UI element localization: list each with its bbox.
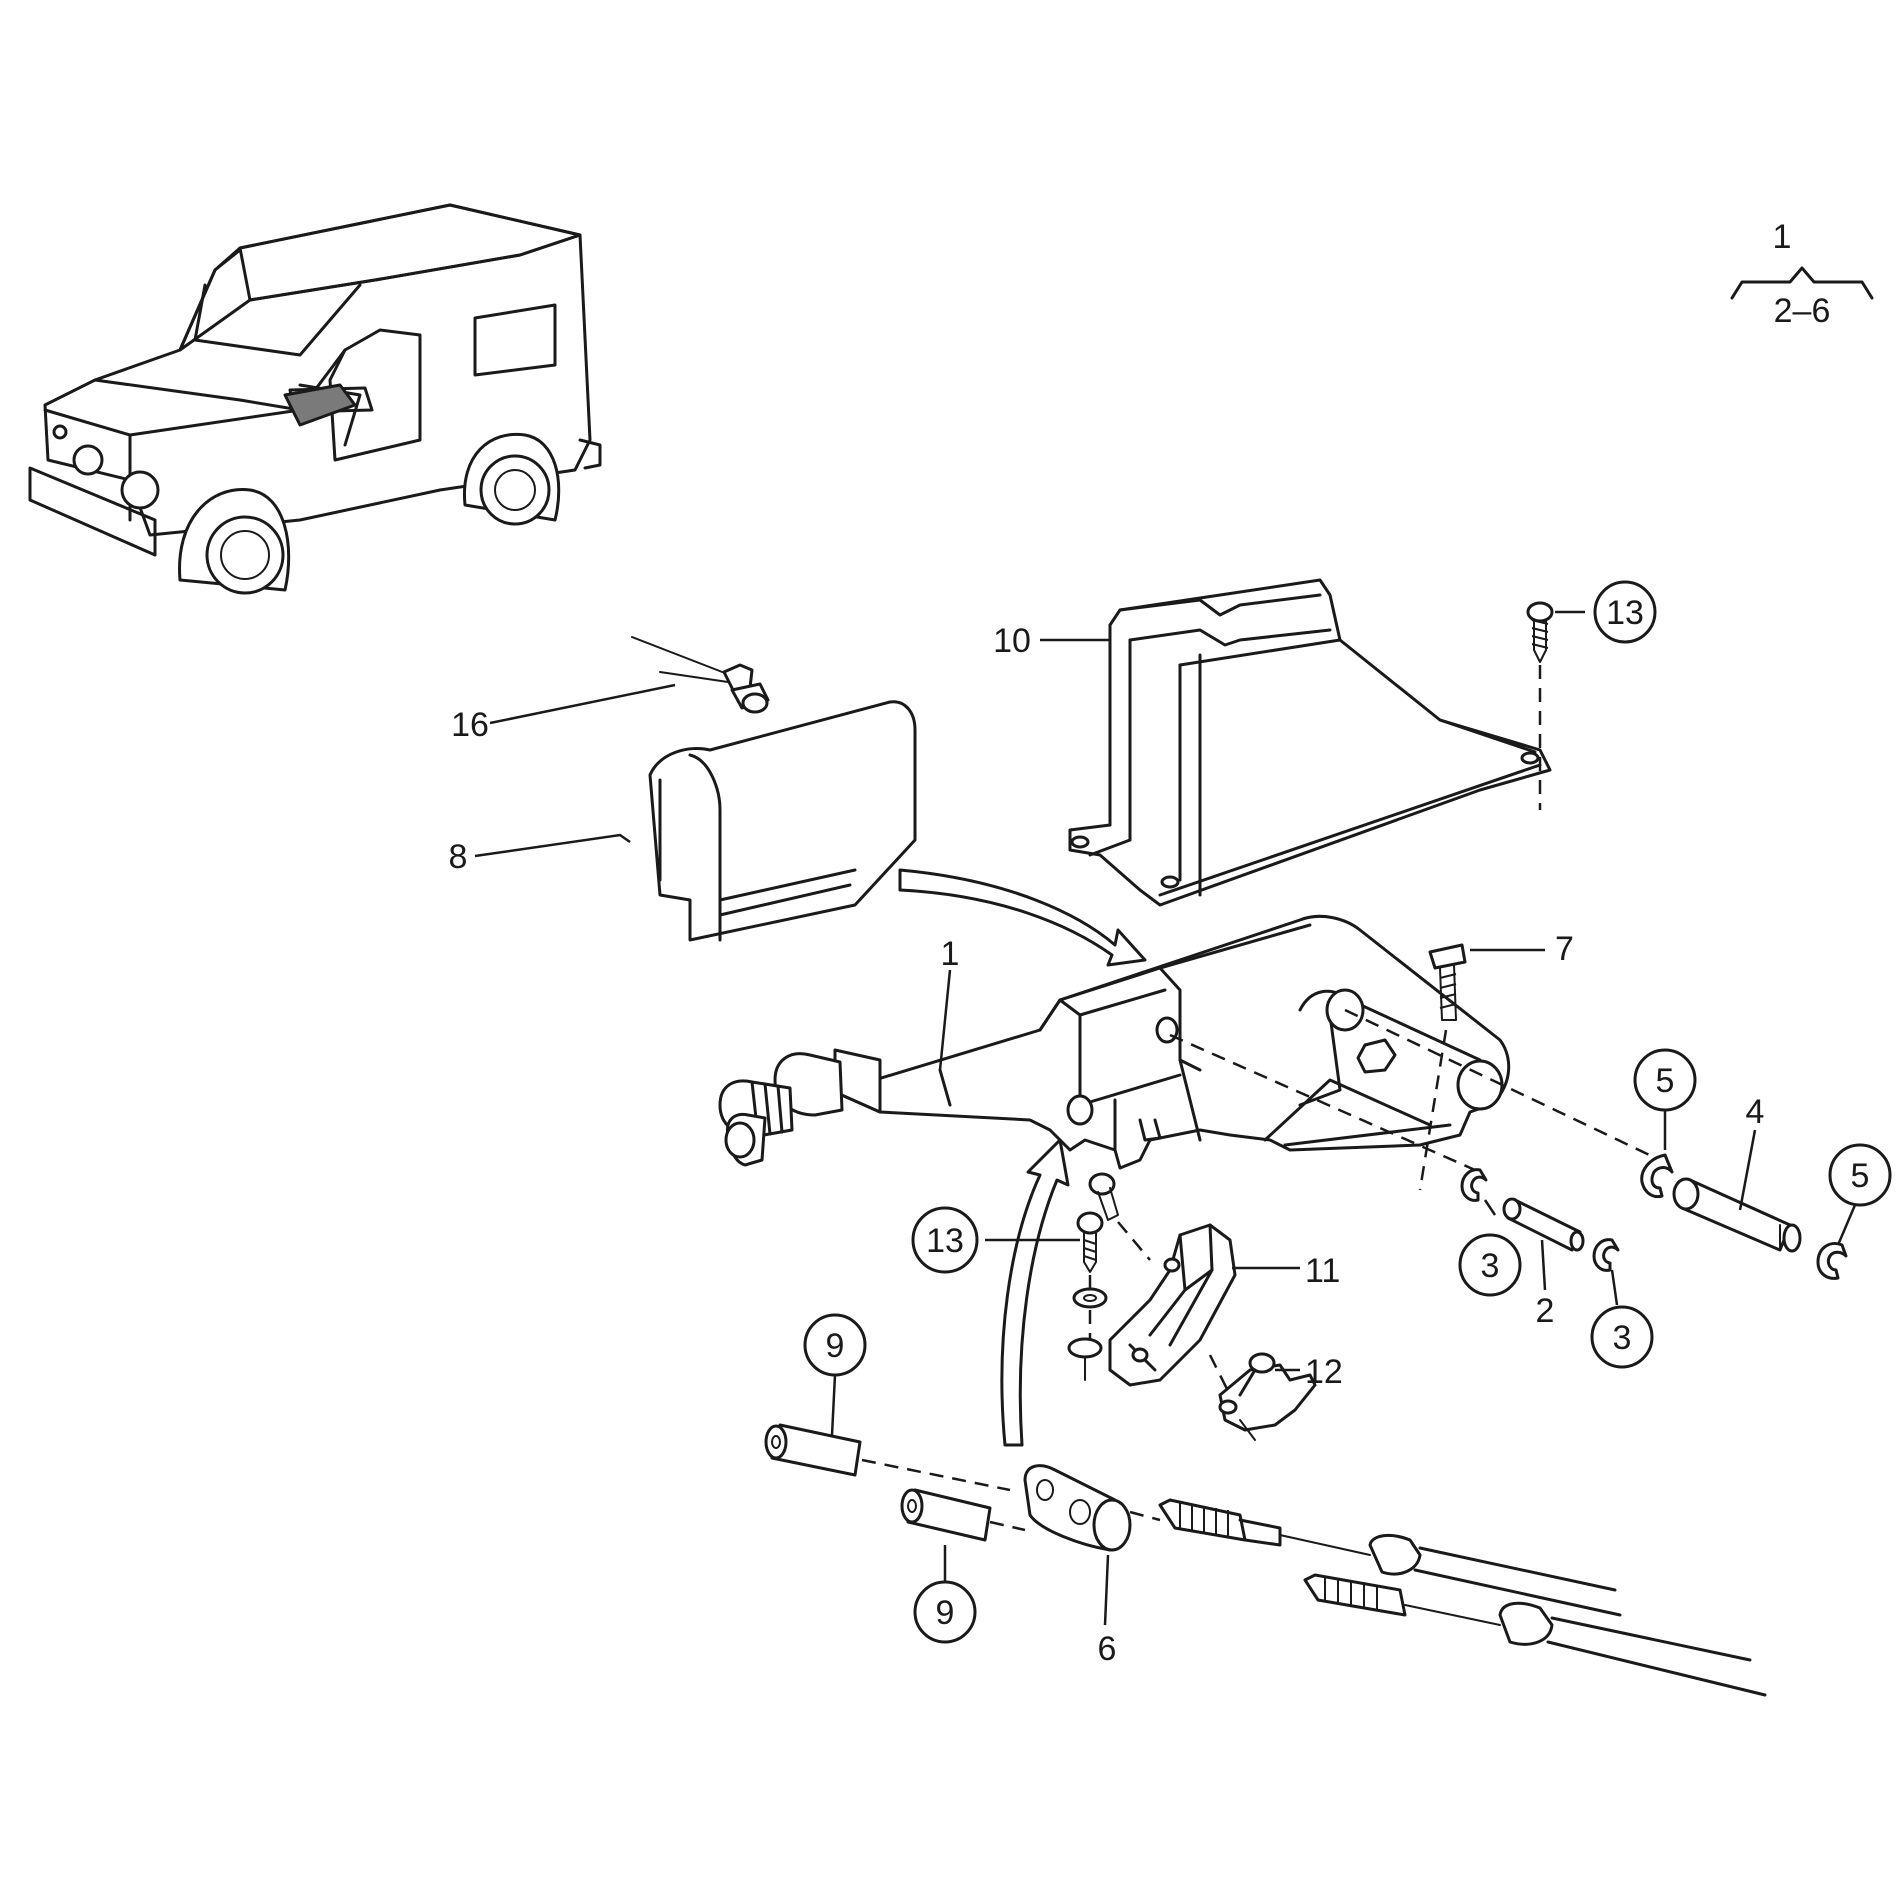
- part-2-small-pin: [1502, 1197, 1585, 1252]
- part-6-equalizer: [1023, 1464, 1161, 1552]
- part-10-console-bracket: [1068, 578, 1552, 907]
- callout-6: 6: [1098, 1630, 1117, 1668]
- part-8-boot-cover: [648, 700, 917, 942]
- legend-range: 2–6: [1774, 292, 1831, 330]
- svg-text:5: 5: [1851, 1157, 1870, 1195]
- assembly-arrow-lower: [1000, 1138, 1070, 1447]
- assembly-legend: 1 2–6: [1730, 218, 1874, 330]
- callout-1: 1: [941, 935, 960, 973]
- part-3-circlip-right: [1592, 1238, 1620, 1272]
- svg-text:9: 9: [826, 1327, 845, 1365]
- part-3-circlip-left: [1460, 1168, 1488, 1202]
- legend-assembly-number: 1: [1773, 218, 1792, 256]
- callout-labels: 16 8 10 1 7 4 2 11 12 6 13 5 5 3 3: [449, 580, 1892, 1668]
- svg-text:3: 3: [1481, 1247, 1500, 1285]
- part-9-sleeve-upper: [764, 1423, 1011, 1492]
- callout-9-lower: 9: [913, 1580, 977, 1644]
- callout-8: 8: [449, 838, 468, 876]
- part-5-circlip-right: [1816, 1242, 1848, 1280]
- callout-2: 2: [1536, 1292, 1555, 1330]
- svg-text:3: 3: [1613, 1319, 1632, 1357]
- part-13-screw-upper: [1526, 601, 1554, 810]
- leader-lines: [474, 610, 1857, 1626]
- part-9-sleeve-lower: [900, 1488, 1026, 1542]
- part-13-screw-lower: [1067, 1172, 1151, 1381]
- brake-cable-upper: [1158, 1498, 1622, 1617]
- callout-9-upper: 9: [803, 1313, 867, 1377]
- callout-13-lower: 13: [911, 1206, 979, 1274]
- svg-text:13: 13: [926, 1222, 964, 1260]
- part-4-pin: [1672, 1177, 1802, 1253]
- axis-line-pivot: [1169, 1033, 1476, 1172]
- callout-3-left: 3: [1458, 1233, 1522, 1297]
- part-5-circlip-left: [1640, 1153, 1674, 1199]
- brake-cable-lower: [1303, 1573, 1767, 1697]
- vehicle-location-icon: [28, 203, 602, 595]
- part-7-bolt: [1418, 943, 1467, 1191]
- svg-text:9: 9: [936, 1594, 955, 1632]
- axis-line-shaft: [1344, 1008, 1661, 1162]
- callout-13-upper: 13: [1593, 580, 1657, 644]
- svg-text:13: 13: [1606, 594, 1644, 632]
- callout-7: 7: [1555, 930, 1574, 968]
- part-16-clip: [631, 636, 770, 714]
- callout-10: 10: [993, 622, 1031, 660]
- callout-5-right: 5: [1828, 1143, 1892, 1207]
- svg-text:5: 5: [1656, 1062, 1675, 1100]
- part-11-guide-bracket: [1108, 1223, 1237, 1387]
- callout-5-left: 5: [1633, 1048, 1697, 1112]
- part-12-spring-clip: [1208, 1352, 1317, 1441]
- callout-11: 11: [1305, 1252, 1340, 1290]
- callout-12: 12: [1305, 1353, 1343, 1391]
- callout-16: 16: [451, 706, 489, 744]
- callout-4: 4: [1746, 1093, 1765, 1131]
- callout-3-right: 3: [1590, 1305, 1654, 1369]
- part-1-hand-brake-lever: [718, 914, 1511, 1170]
- assembly-arrow-upper: [898, 868, 1147, 967]
